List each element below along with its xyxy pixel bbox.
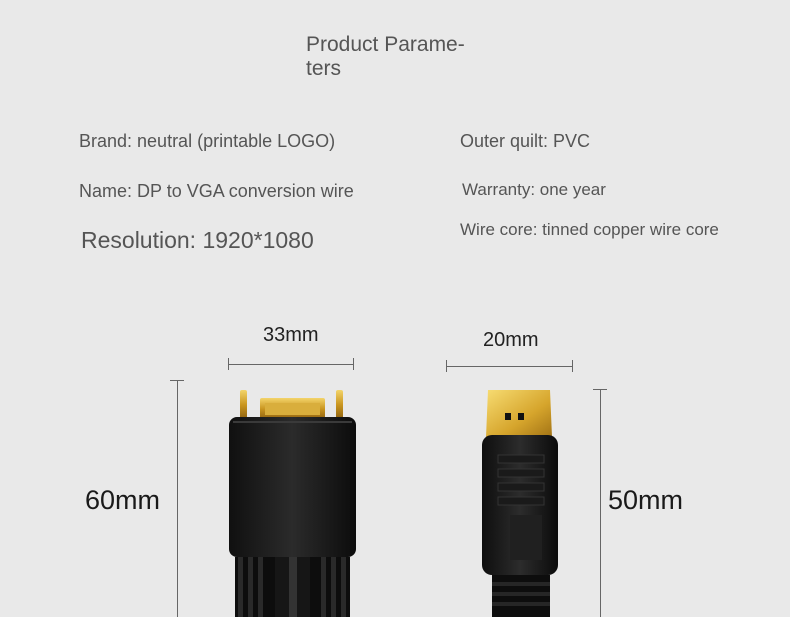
spec-warranty: Warranty: one year [462,180,606,199]
dp-height-label: 50mm [608,485,684,515]
vga-connector-image [229,390,356,617]
dp-width-tick-right [572,360,573,372]
vga-width-line [228,364,354,365]
spec-brand: Brand: neutral (printable LOGO) [79,131,336,151]
vga-height-tick-top [170,380,184,381]
spec-wire-core: Wire core: tinned copper wire core [460,220,719,239]
vga-height-line [177,380,178,617]
dp-height-tick-top [593,389,607,390]
spec-name: Name: DP to VGA conversion wire [79,181,354,201]
vga-height-label: 60mm [85,485,161,515]
dp-height-line [600,389,601,617]
page-title: Product Parame- ters [306,33,465,80]
spec-outer-quilt: Outer quilt: PVC [460,131,591,151]
vga-width-label: 33mm [263,324,319,346]
vga-width-tick-right [353,358,354,370]
dp-width-label: 20mm [483,329,539,351]
spec-resolution: Resolution: 1920*1080 [81,227,314,253]
vga-width-tick-left [228,358,229,370]
dp-width-tick-left [446,360,447,372]
dp-connector-image [482,390,558,617]
dp-width-line [446,366,573,367]
